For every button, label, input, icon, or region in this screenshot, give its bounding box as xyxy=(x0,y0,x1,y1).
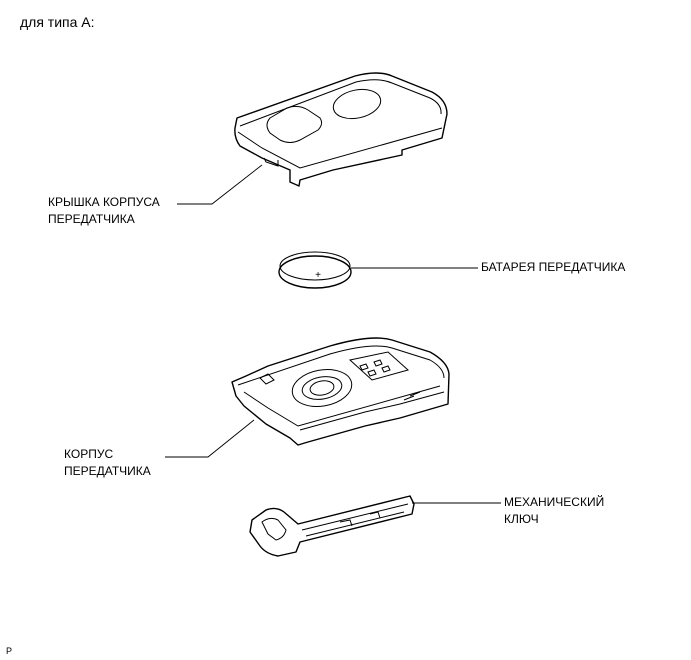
label-mechanical-key: МЕХАНИЧЕСКИЙ КЛЮЧ xyxy=(504,494,604,528)
transmitter-case xyxy=(231,337,450,446)
label-key-line1: МЕХАНИЧЕСКИЙ xyxy=(504,495,605,509)
mechanical-key xyxy=(249,495,415,557)
corner-mark: P xyxy=(6,646,13,656)
label-transmitter-case: КОРПУС ПЕРЕДАТЧИКА xyxy=(64,446,151,480)
label-key-line2: КЛЮЧ xyxy=(504,512,539,526)
diagram-caption: для типа А: xyxy=(20,14,95,30)
battery-plus-symbol: + xyxy=(315,270,321,281)
transmitter-battery: + xyxy=(278,251,352,289)
label-case-cover-line2: ПЕРЕДАТЧИКА xyxy=(48,212,135,226)
transmitter-case-cover xyxy=(234,72,448,187)
label-case-line2: ПЕРЕДАТЧИКА xyxy=(64,464,151,478)
label-transmitter-case-cover: КРЫШКА КОРПУСА ПЕРЕДАТЧИКА xyxy=(48,194,160,228)
label-transmitter-battery: БАТАРЕЯ ПЕРЕДАТЧИКА xyxy=(481,260,626,274)
leader-line-case-cover xyxy=(177,164,263,205)
label-case-line1: КОРПУС xyxy=(64,447,114,461)
label-case-cover-line1: КРЫШКА КОРПУСА xyxy=(48,195,160,209)
leader-line-case xyxy=(165,419,255,458)
